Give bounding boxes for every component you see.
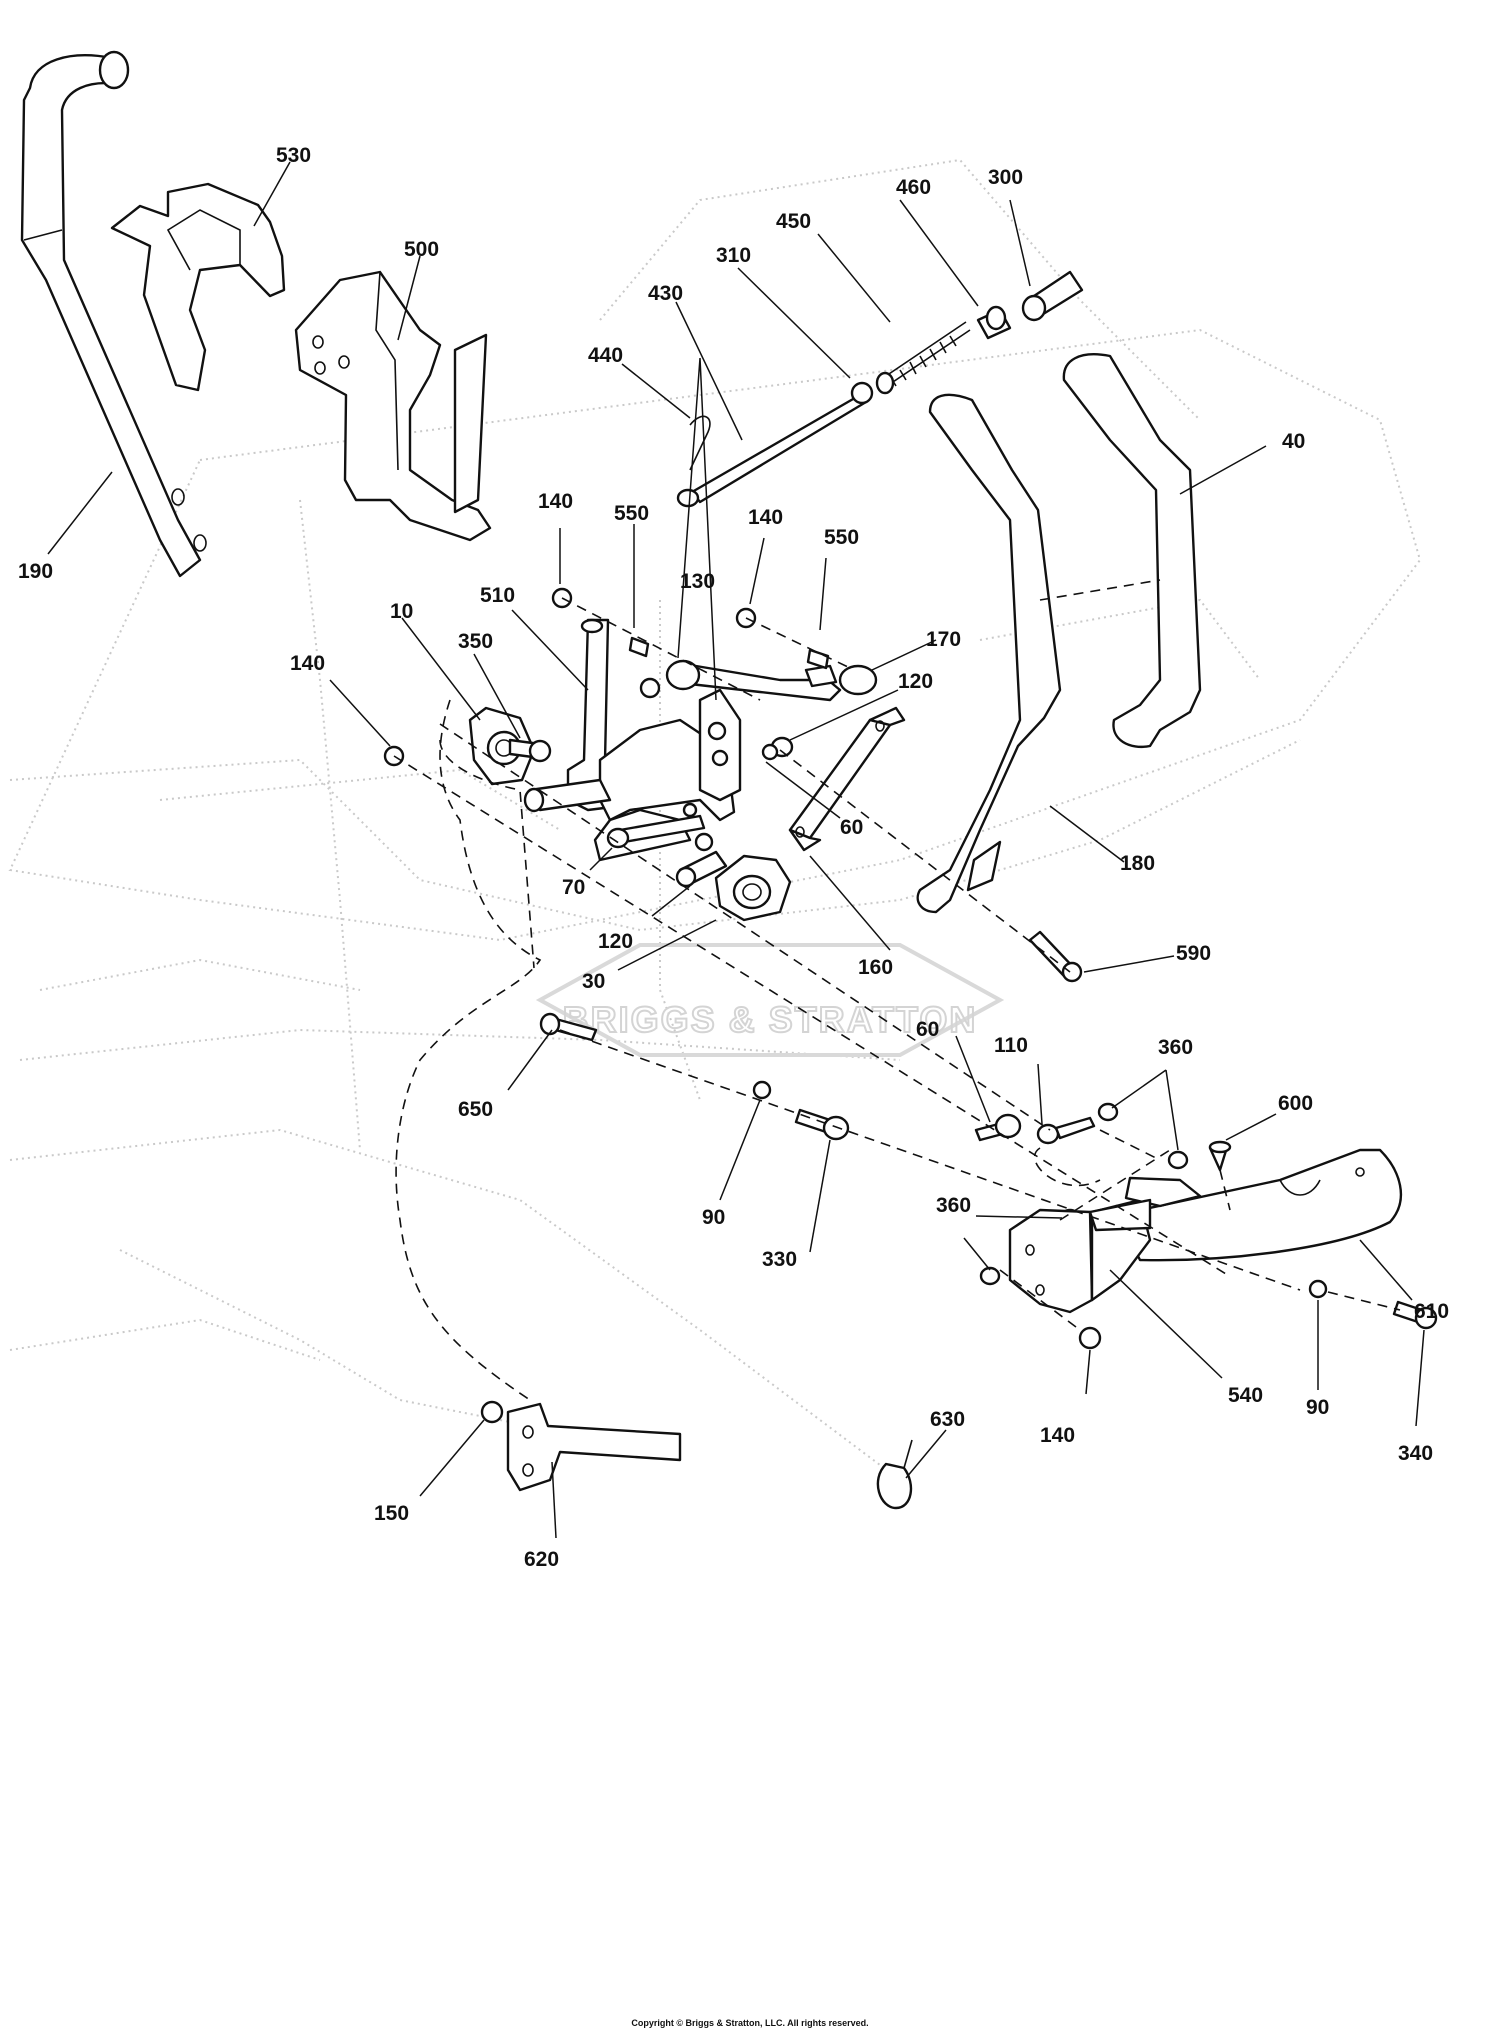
part-530-bracket xyxy=(110,182,286,392)
part-170-link-rod xyxy=(665,659,878,702)
callout-500: 500 xyxy=(404,238,439,261)
callout-140-d: 140 xyxy=(1040,1424,1075,1447)
part-160-bar xyxy=(788,706,906,852)
watermark-text: BRIGGS & STRATTON xyxy=(563,999,978,1040)
callout-330: 330 xyxy=(762,1248,797,1271)
callout-140-c: 140 xyxy=(290,652,325,675)
callout-310: 310 xyxy=(716,244,751,267)
callout-140-a: 140 xyxy=(538,490,573,513)
part-150-nut xyxy=(480,1400,504,1424)
callout-610: 610 xyxy=(1414,1300,1449,1323)
part-620-bracket xyxy=(506,1402,682,1492)
callout-40: 40 xyxy=(1282,430,1305,453)
part-30-bearing xyxy=(714,854,792,922)
leader-lines xyxy=(47,161,1425,1539)
part-440-cotter-pin xyxy=(689,415,711,471)
callout-600: 600 xyxy=(1278,1092,1313,1115)
callout-90-b: 90 xyxy=(1306,1396,1329,1419)
callout-10: 10 xyxy=(390,600,413,623)
callout-650: 650 xyxy=(458,1098,493,1121)
part-330-bolt xyxy=(794,1108,850,1141)
part-340-bolt xyxy=(1392,1300,1438,1330)
copyright-notice: Copyright © Briggs & Stratton, LLC. All … xyxy=(631,2018,869,2028)
callout-620: 620 xyxy=(524,1548,559,1571)
callout-120-b: 120 xyxy=(598,930,633,953)
callout-160: 160 xyxy=(858,956,893,979)
callout-550-a: 550 xyxy=(614,502,649,525)
callout-70: 70 xyxy=(562,876,585,899)
part-630-cable-tie xyxy=(876,1439,913,1510)
callout-180: 180 xyxy=(1120,852,1155,875)
part-140-nut-lower xyxy=(1078,1326,1102,1350)
part-540-bracket xyxy=(1008,1176,1202,1314)
callout-460: 460 xyxy=(896,176,931,199)
part-460-bushing xyxy=(976,305,1012,340)
assembly-lines xyxy=(393,579,1401,1401)
part-610-shield-plate xyxy=(1128,1148,1403,1262)
callout-150: 150 xyxy=(374,1502,409,1525)
part-190-control-lever xyxy=(20,50,207,578)
part-60-bolt-right xyxy=(974,1113,1022,1142)
part-120-pin-lower xyxy=(675,850,728,888)
part-350-bolt xyxy=(508,738,552,763)
callout-60-b: 60 xyxy=(916,1018,939,1041)
background-frame-ghost xyxy=(8,158,1422,1481)
callout-360-b: 360 xyxy=(936,1194,971,1217)
callout-430: 430 xyxy=(648,282,683,305)
callout-170: 170 xyxy=(926,628,961,651)
part-590-bolt xyxy=(1028,930,1083,983)
part-650-bolt xyxy=(539,1012,598,1042)
hardware-nuts-washers xyxy=(383,587,830,852)
part-450-spring xyxy=(875,321,971,395)
callout-140-b: 140 xyxy=(748,506,783,529)
watermark-logo: BRIGGS & STRATTON xyxy=(535,943,1005,1057)
callout-110: 110 xyxy=(994,1034,1028,1057)
callout-190: 190 xyxy=(18,560,53,583)
callout-440: 440 xyxy=(588,344,623,367)
part-310-washer xyxy=(850,381,874,405)
callout-450: 450 xyxy=(776,210,811,233)
callout-120-a: 120 xyxy=(898,670,933,693)
callout-630: 630 xyxy=(930,1408,965,1431)
callout-labels: 190 530 500 430 440 310 450 460 300 40 1… xyxy=(18,144,1449,1571)
callout-350: 350 xyxy=(458,630,493,653)
part-70-pin xyxy=(606,814,706,849)
part-40-handle xyxy=(1062,353,1202,749)
callout-90-a: 90 xyxy=(702,1206,725,1229)
callout-550-b: 550 xyxy=(824,526,859,549)
callout-540: 540 xyxy=(1228,1384,1263,1407)
part-90-washer-left xyxy=(752,1080,772,1100)
callout-360-a: 360 xyxy=(1158,1036,1193,1059)
callout-130: 130 xyxy=(680,570,715,593)
part-180-handle xyxy=(916,393,1062,914)
callout-530: 530 xyxy=(276,144,311,167)
callout-340: 340 xyxy=(1398,1442,1433,1465)
callout-590: 590 xyxy=(1176,942,1211,965)
part-600-screw xyxy=(1208,1140,1232,1172)
callout-300: 300 xyxy=(988,166,1023,189)
part-110-bolt xyxy=(1036,1102,1119,1145)
callout-510: 510 xyxy=(480,584,515,607)
callout-30: 30 xyxy=(582,970,605,993)
part-90-washer-right xyxy=(1308,1279,1328,1299)
part-300-sleeve xyxy=(1021,270,1084,322)
callout-60-a: 60 xyxy=(840,816,863,839)
part-500-mounting-plate xyxy=(294,270,492,542)
